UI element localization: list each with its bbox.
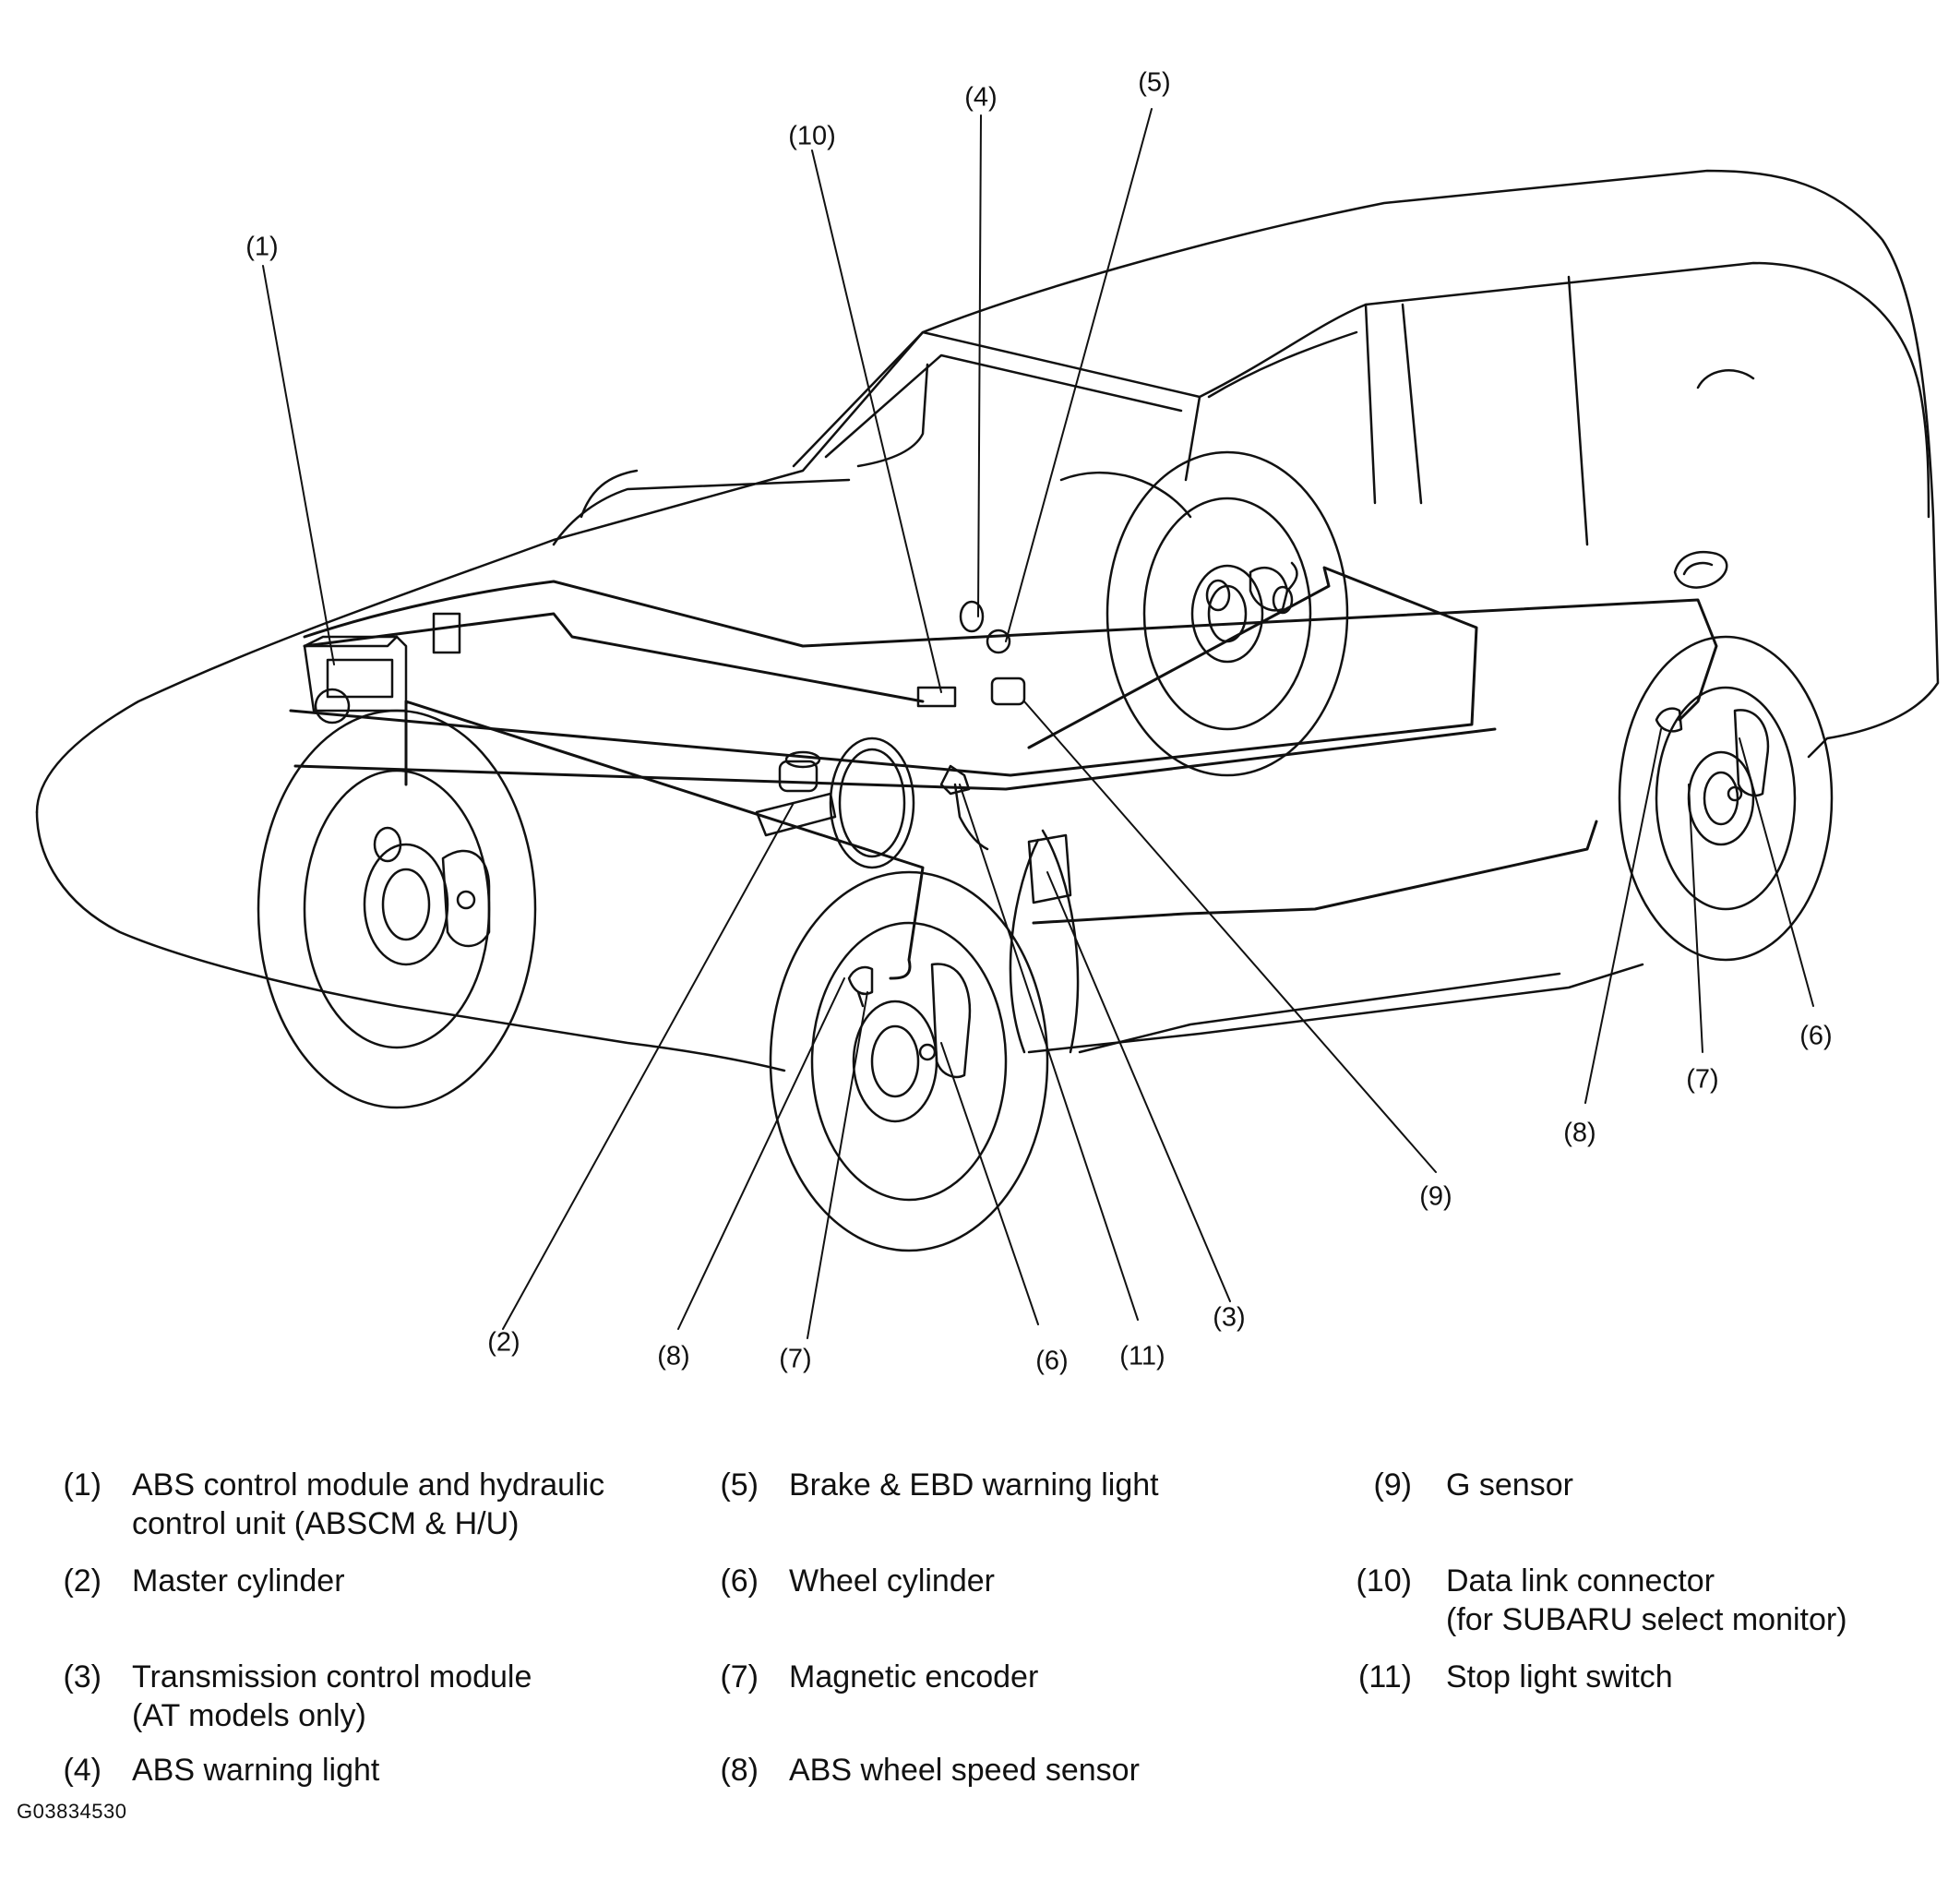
legend-number: (1)	[63, 1467, 102, 1503]
callout-10: (10)	[788, 121, 836, 151]
rear-left-wheel	[1105, 450, 1349, 777]
legend-number: (8)	[720, 1753, 759, 1788]
callout-7-right: (7)	[1686, 1064, 1719, 1095]
brake-lines	[289, 566, 1718, 980]
legend-number: (5)	[720, 1467, 759, 1503]
callout-1: (1)	[245, 232, 279, 262]
callout-4: (4)	[964, 82, 998, 113]
abs-system-car-diagram	[35, 108, 1940, 1339]
callout-3: (3)	[1213, 1302, 1246, 1333]
leader-lines	[262, 108, 1814, 1339]
legend-number: (4)	[63, 1753, 102, 1788]
front-right-wheel	[769, 870, 1049, 1252]
callout-8-front: (8)	[657, 1341, 690, 1371]
legend-number: (11)	[1358, 1659, 1412, 1694]
callout-5: (5)	[1138, 67, 1171, 98]
callout-11: (11)	[1119, 1341, 1165, 1371]
car-body-outline	[35, 169, 1940, 1072]
legend-text: Brake & EBD warning light	[789, 1467, 1159, 1503]
legend-text: ABS wheel speed sensor	[789, 1753, 1140, 1788]
legend-text: ABS control module and hydraulic	[132, 1467, 605, 1503]
callout-9: (9)	[1419, 1181, 1452, 1212]
transmission-control-module-component	[1027, 833, 1072, 904]
abs-control-module-component	[303, 612, 461, 724]
callout-6-right: (6)	[1799, 1021, 1833, 1051]
callout-7-front: (7)	[779, 1344, 812, 1374]
legend-number: (9)	[1373, 1467, 1412, 1503]
legend-text: ABS warning light	[132, 1753, 380, 1788]
legend-text: G sensor	[1446, 1467, 1573, 1503]
legend-text: Data link connector	[1446, 1563, 1715, 1599]
legend-text-line2: control unit (ABSCM & H/U)	[132, 1506, 520, 1541]
legend-number: (7)	[720, 1659, 759, 1694]
legend-text-line2: (for SUBARU select monitor)	[1446, 1602, 1847, 1637]
legend-text: Master cylinder	[132, 1563, 345, 1599]
legend-number: (3)	[63, 1659, 102, 1694]
legend-number: (6)	[720, 1563, 759, 1599]
master-cylinder-component	[755, 736, 915, 869]
legend-text: Magnetic encoder	[789, 1659, 1039, 1694]
legend-text: Stop light switch	[1446, 1659, 1673, 1694]
rear-wheel-sensor-component	[1272, 561, 1298, 615]
stop-light-switch-component	[939, 764, 989, 851]
callout-2: (2)	[487, 1327, 520, 1358]
callout-8-right: (8)	[1563, 1118, 1596, 1148]
legend-text: Wheel cylinder	[789, 1563, 995, 1599]
rear-right-wheel	[1618, 635, 1834, 962]
legend-number: (10)	[1356, 1563, 1412, 1599]
legend-text-line2: (AT models only)	[132, 1698, 366, 1733]
warning-lights-component	[916, 600, 1026, 708]
figure-code: G03834530	[17, 1800, 127, 1823]
callout-6-front: (6)	[1035, 1346, 1069, 1376]
legend-number: (2)	[63, 1563, 102, 1599]
legend-text: Transmission control module	[132, 1659, 532, 1694]
